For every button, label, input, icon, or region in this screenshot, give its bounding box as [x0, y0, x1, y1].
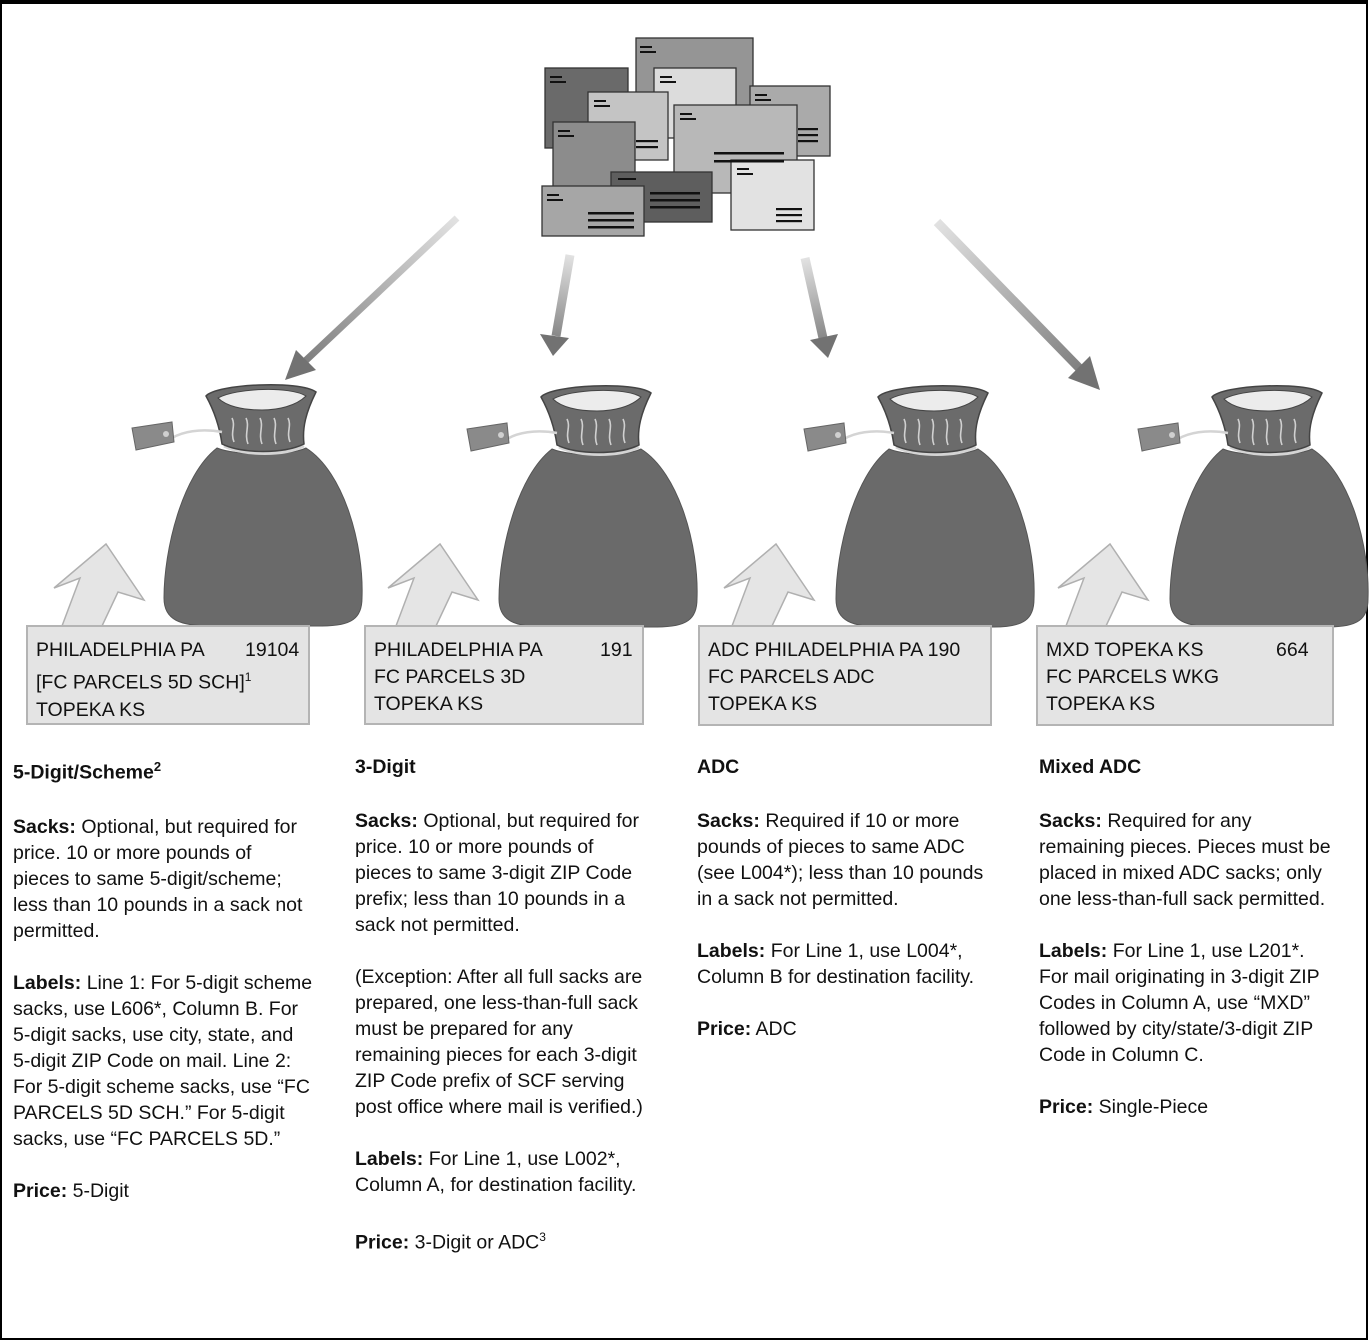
label-line-2: FC PARCELS WKG: [1046, 666, 1219, 688]
column-mixed-adc: Mixed ADC Sacks: Required for any remain…: [1039, 754, 1339, 1146]
column-heading: 5-Digit/Scheme2: [13, 759, 162, 784]
arrow-to-5digit: [299, 215, 460, 367]
label-zip: 664: [1276, 639, 1309, 661]
label-arrow-icon: [53, 543, 145, 627]
sack-label-adc: ADC PHILADELPHIA PA 190 FC PARCELS ADC T…: [698, 625, 992, 726]
column-heading: Mixed ADC: [1039, 756, 1142, 778]
price-paragraph: Price: Single-Piece: [1039, 1096, 1209, 1118]
sacks-paragraph: Sacks: Optional, but required for price.…: [13, 815, 303, 942]
column-adc: ADC Sacks: Required if 10 or more pounds…: [697, 754, 997, 1068]
arrow-to-3digit: [551, 254, 575, 337]
label-line-2: [FC PARCELS 5D SCH]1: [36, 670, 252, 694]
label-line-3: TOPEKA KS: [36, 698, 146, 721]
label-arrow-icon: [723, 543, 815, 627]
column-3digit: 3-Digit Sacks: Optional, but required fo…: [355, 754, 655, 1282]
label-line-1: ADC PHILADELPHIA PA 190: [708, 639, 961, 661]
labels-paragraph: Labels: For Line 1, use L201*. For mail …: [1039, 940, 1320, 1066]
column-heading: 3-Digit: [355, 756, 416, 778]
label-line-3: TOPEKA KS: [708, 693, 818, 715]
labels-paragraph: Labels: Line 1: For 5-digit scheme sacks…: [13, 971, 313, 1150]
label-arrow-icon: [387, 543, 479, 627]
label-line-2: FC PARCELS ADC: [708, 666, 875, 688]
label-line-3: TOPEKA KS: [1046, 693, 1156, 715]
sack-icon: [1136, 384, 1370, 629]
labels-paragraph: Labels: For Line 1, use L002*, Column A,…: [355, 1148, 637, 1196]
footnote-marker: 3: [539, 1230, 546, 1244]
price-paragraph: Price: 5-Digit: [13, 1179, 129, 1202]
sack-icon: [130, 383, 364, 628]
sacks-paragraph: Sacks: Required for any remaining pieces…: [1039, 810, 1331, 910]
parcel-box: [552, 121, 636, 198]
footnote-marker: 1: [244, 670, 252, 684]
label-zip: 19104: [245, 639, 300, 661]
column-heading: ADC: [697, 756, 740, 778]
arrow-to-mixed-adc: [933, 218, 1089, 378]
parcels-pile: [541, 37, 831, 237]
label-line-2: FC PARCELS 3D: [374, 666, 526, 688]
label-arrow-icon: [1057, 543, 1149, 627]
price-paragraph: Price: ADC: [697, 1018, 797, 1040]
sack-icon: [802, 384, 1036, 629]
sacks-paragraph: Sacks: Optional, but required for price.…: [355, 810, 640, 936]
label-line-3: TOPEKA KS: [374, 693, 484, 715]
parcel-box: [730, 159, 815, 231]
label-zip: 191: [600, 639, 633, 661]
sack-icon: [465, 384, 699, 629]
arrow-to-adc: [800, 257, 828, 339]
labels-paragraph: Labels: For Line 1, use L004*, Column B …: [697, 940, 975, 988]
sacks-paragraph: Sacks: Required if 10 or more pounds of …: [697, 810, 984, 910]
exception-paragraph: (Exception: After all full sacks are pre…: [355, 966, 643, 1118]
price-paragraph: Price: 3-Digit or ADC3: [355, 1230, 546, 1254]
flow-arrows: [285, 215, 1100, 390]
column-5digit: 5-Digit/Scheme2 Sacks: Optional, but req…: [13, 754, 313, 1230]
footnote-marker: 2: [153, 759, 162, 774]
